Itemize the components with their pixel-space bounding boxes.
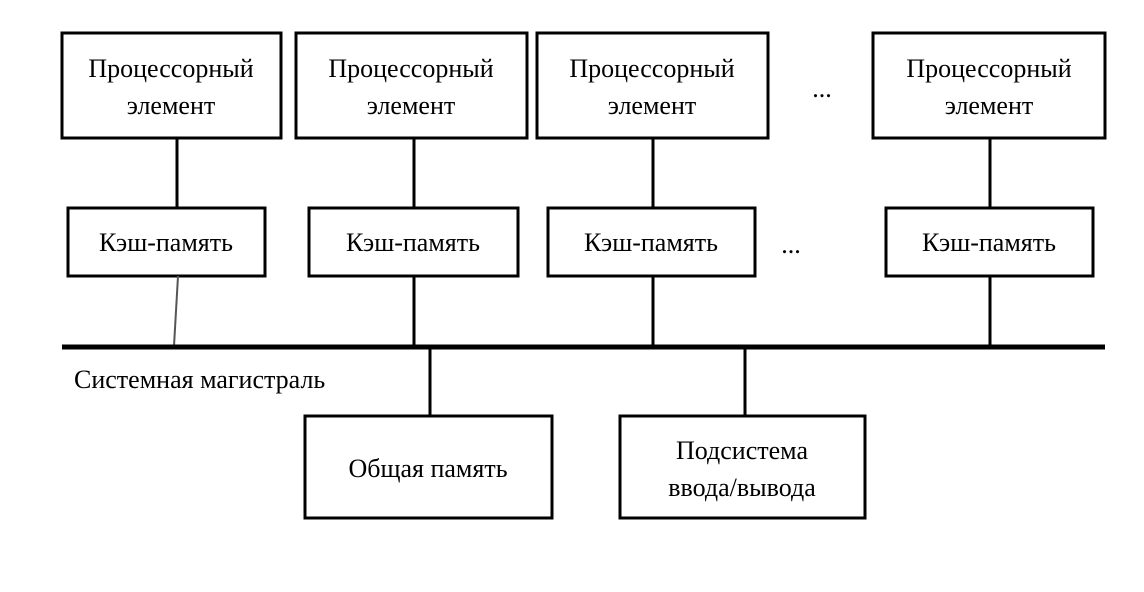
cache-memory-1: Кэш-память: [66, 206, 267, 278]
system-bus-label: Системная магистраль: [74, 365, 325, 394]
cache-memory-3: Кэш-память: [546, 206, 757, 278]
cache-row-ellipsis: ...: [781, 230, 801, 259]
processor-element-2: Процессорный элемент: [294, 31, 529, 140]
cache-memory-1-label: Кэш-память: [99, 228, 233, 257]
io-subsystem-label-line1: Подсистема: [676, 436, 808, 465]
io-subsystem-label-line2: ввода/вывода: [668, 473, 816, 502]
cache-memory-2-label: Кэш-память: [346, 228, 480, 257]
processor-element-3-label-line2: элемент: [608, 91, 696, 120]
processor-element-4-label-line2: элемент: [945, 91, 1033, 120]
processor-element-4-label-line1: Процессорный: [906, 54, 1071, 83]
processor-element-2-label-line1: Процессорный: [328, 54, 493, 83]
cache-memory-4: Кэш-память: [884, 206, 1095, 278]
processor-row-ellipsis: ...: [812, 74, 832, 103]
processor-element-3-label-line1: Процессорный: [569, 54, 734, 83]
io-subsystem: Подсистема ввода/вывода: [618, 414, 867, 520]
processor-element-2-box: [294, 31, 529, 140]
cache-memory-4-box: [884, 206, 1095, 278]
processor-element-2-label-line2: элемент: [367, 91, 455, 120]
cache-memory-3-label: Кэш-память: [584, 228, 718, 257]
cache-memory-4-label: Кэш-память: [922, 228, 1056, 257]
connector-cache1-to-bus: [173, 275, 179, 347]
io-subsystem-box: [618, 414, 867, 520]
cache-memory-1-box: [66, 206, 267, 278]
shared-memory-box: [303, 414, 554, 520]
processor-element-4: Процессорный элемент: [871, 31, 1107, 140]
processor-element-4-box: [871, 31, 1107, 140]
shared-memory-label: Общая память: [348, 454, 507, 483]
processor-element-1: Процессорный элемент: [60, 31, 283, 140]
processor-element-3-box: [535, 31, 770, 140]
processor-element-3: Процессорный элемент: [535, 31, 770, 140]
cache-memory-3-box: [546, 206, 757, 278]
processor-element-1-label-line1: Процессорный: [88, 54, 253, 83]
cache-memory-2: Кэш-память: [307, 206, 520, 278]
processor-element-1-label-line2: элемент: [127, 91, 215, 120]
processor-element-1-box: [60, 31, 283, 140]
shared-memory: Общая память: [303, 414, 554, 520]
